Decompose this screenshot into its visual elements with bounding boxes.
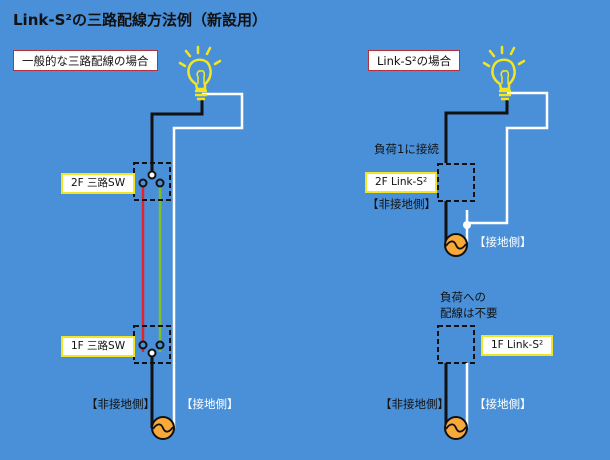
power-source-icon bbox=[444, 233, 468, 257]
junction-dot bbox=[463, 221, 471, 229]
hot-wire-upper bbox=[150, 100, 204, 175]
three-way-switch-2f[interactable] bbox=[133, 162, 171, 201]
switch-label-1f: 1F 三路SW bbox=[61, 336, 136, 357]
page-title: Link-S²の三路配線方法例（新設用） bbox=[13, 11, 267, 29]
neutral-side-label-1f: 【接地側】 bbox=[474, 397, 532, 411]
link-switch-1f-box[interactable] bbox=[437, 325, 475, 364]
light-bulb-icon bbox=[482, 45, 526, 101]
link-switch-2f-box[interactable] bbox=[437, 163, 475, 202]
hot-side-label-1f: 【非接地側】 bbox=[380, 397, 449, 411]
neutral-wire bbox=[172, 92, 244, 428]
neutral-side-label: 【接地側】 bbox=[181, 397, 239, 411]
no-wiring-note-line2: 配線は不要 bbox=[440, 306, 498, 320]
light-bulb-icon bbox=[178, 45, 222, 101]
no-wiring-note-line1: 負荷への bbox=[440, 290, 486, 304]
hot-side-label: 【非接地側】 bbox=[86, 397, 155, 411]
section-label-general: 一般的な三路配線の場合 bbox=[13, 50, 158, 71]
switch-label-1f: 1F Link-S² bbox=[481, 335, 554, 356]
hot-side-label-2f: 【非接地側】 bbox=[367, 197, 436, 211]
right-circuit bbox=[437, 45, 549, 440]
load-connect-note: 負荷1に接続 bbox=[374, 142, 439, 156]
power-source-icon bbox=[151, 416, 175, 440]
three-way-switch-1f[interactable] bbox=[133, 325, 171, 364]
neutral-side-label-2f: 【接地側】 bbox=[474, 235, 532, 249]
power-source-icon bbox=[444, 416, 468, 440]
section-label-link: Link-S²の場合 bbox=[368, 50, 461, 71]
left-circuit bbox=[133, 45, 244, 440]
hot-wire-upper bbox=[444, 100, 509, 163]
switch-label-2f: 2F Link-S² bbox=[365, 172, 438, 193]
switch-label-2f: 2F 三路SW bbox=[61, 173, 136, 194]
